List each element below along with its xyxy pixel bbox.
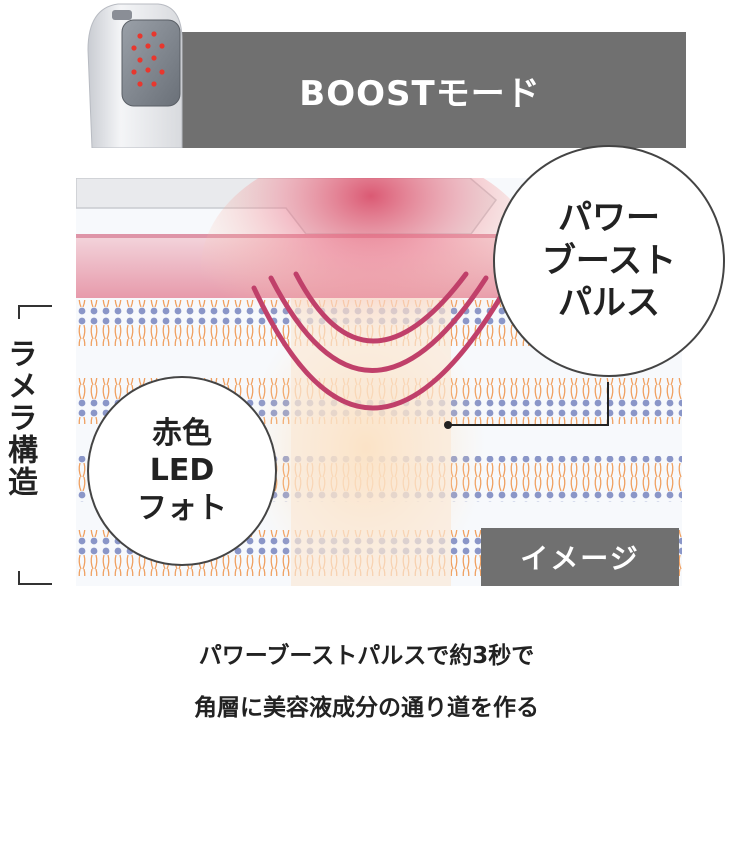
mode-banner [150, 32, 686, 148]
caption: パワーブーストパルスで約3秒で 角層に美容液成分の通り道を作る [40, 630, 693, 734]
image-disclaimer-tag: イメージ [481, 528, 679, 586]
mode-label: BOOSTモード [299, 73, 541, 114]
callout-line: 赤色 [152, 415, 212, 451]
callout-line: フォト [137, 490, 227, 526]
red-led-photo-callout: 赤色 LED フォト [87, 376, 277, 566]
bracket-top [18, 305, 52, 319]
callout-line: パルス [558, 283, 660, 324]
led-dot-icon [131, 31, 165, 87]
device-head-icon [87, 3, 183, 148]
bracket-bottom [18, 571, 52, 585]
caption-line-1: パワーブーストパルスで約3秒で [198, 643, 535, 669]
callout-line: ブースト [541, 240, 677, 281]
callout-line: LED [149, 453, 215, 489]
power-boost-pulse-callout: パワー ブースト パルス [493, 145, 725, 377]
callout-line: パワー [558, 198, 660, 239]
lamella-structure-label: ラメラ構造 [2, 338, 37, 498]
caption-line-2: 角層に美容液成分の通り道を作る [194, 695, 539, 721]
pulse-wave-icon [251, 271, 509, 411]
